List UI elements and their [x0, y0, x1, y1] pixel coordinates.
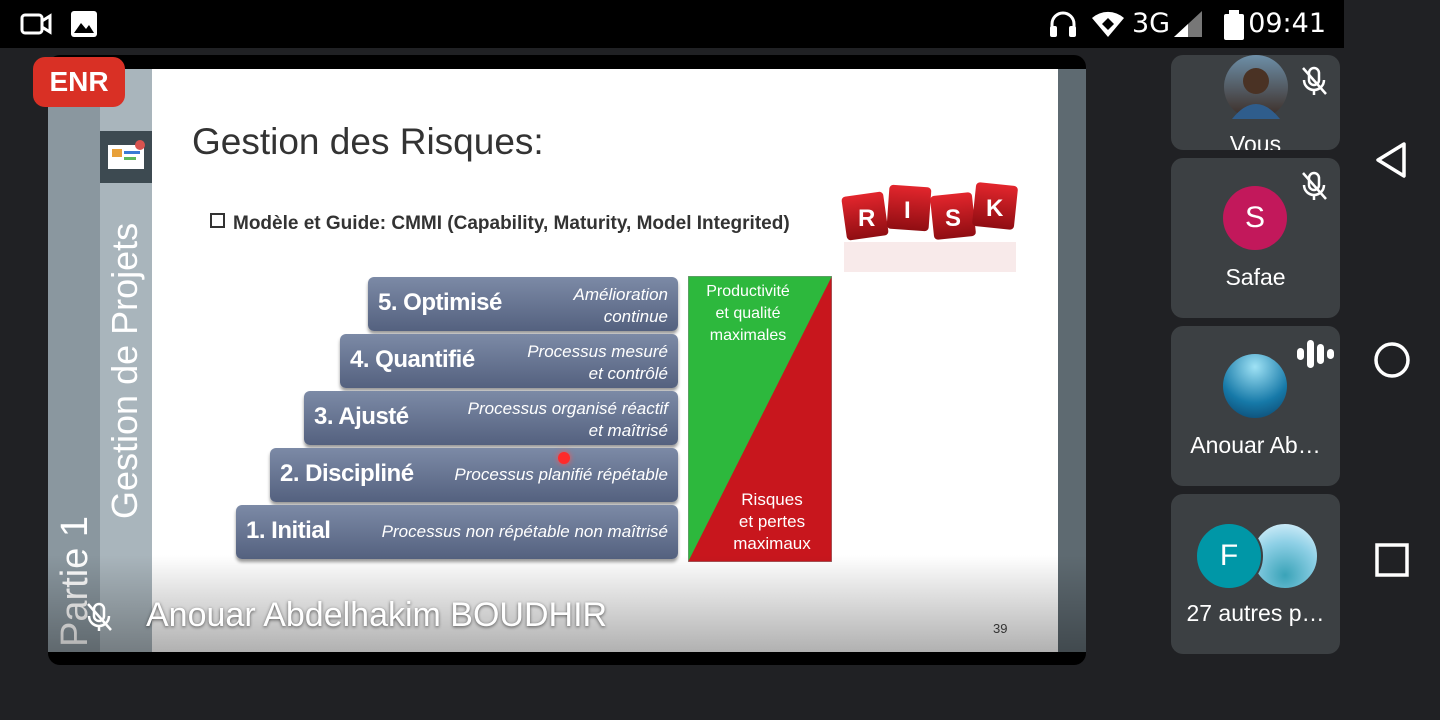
navigation-bar — [1344, 0, 1440, 720]
mic-off-icon — [1302, 171, 1327, 200]
network-type: 3G — [1132, 8, 1171, 39]
risk-cubes-image: R I S K — [841, 182, 1018, 272]
participant-name: Vous — [1229, 131, 1282, 150]
risk-letter: R — [858, 205, 875, 232]
risk-letter: S — [945, 205, 961, 232]
home-icon — [1374, 342, 1410, 378]
risk-letter: I — [904, 197, 911, 224]
slide-page-number: 39 — [993, 621, 1007, 636]
battery-icon — [1224, 10, 1244, 40]
mic-off-icon — [1302, 66, 1327, 95]
sidebar-course: Gestion de Projets — [104, 222, 145, 519]
home-button[interactable] — [1364, 332, 1420, 388]
video-camera-icon — [20, 13, 52, 35]
participant-tile-others[interactable]: F 27 autres p… — [1171, 494, 1340, 654]
signal-icon — [1174, 11, 1202, 37]
avatar: F — [1195, 522, 1263, 590]
status-bar: 3G 09:41 — [0, 0, 1344, 48]
wifi-icon — [1092, 11, 1124, 37]
mic-off-icon — [87, 602, 112, 631]
clock: 09:41 — [1248, 8, 1326, 39]
participant-tile-you[interactable]: Vous — [1171, 55, 1340, 150]
headphones-icon — [1050, 11, 1076, 37]
participant-name: 27 autres p… — [1186, 600, 1325, 626]
slide: Partie 1 Gestion de Projets Gestion des … — [48, 69, 1058, 652]
cmmi-level-2: 2. Discipliné Processus planifié répétab… — [270, 448, 678, 502]
speaker-name: Anouar Abdelhakim BOUDHIR — [146, 596, 608, 634]
recording-badge: ENR — [33, 57, 125, 107]
productivity-risk-triangle — [688, 276, 832, 562]
slide-right-bar — [1058, 69, 1086, 652]
recents-button[interactable] — [1364, 532, 1420, 588]
slide-sidebar: Partie 1 Gestion de Projets — [48, 69, 152, 652]
slide-bullet: Modèle et Guide: CMMI (Capability, Matur… — [210, 213, 790, 235]
participant-name: Safae — [1225, 264, 1286, 290]
participant-name: Anouar Ab… — [1190, 432, 1321, 458]
avatar — [1223, 354, 1287, 418]
speaker-overlay — [48, 555, 1086, 665]
laser-pointer — [558, 452, 570, 464]
back-icon — [1376, 142, 1406, 178]
slide-title: Gestion des Risques: — [192, 121, 544, 162]
participant-tile-anouar[interactable]: Anouar Ab… — [1171, 326, 1340, 486]
speaking-indicator-icon — [1297, 340, 1334, 368]
image-icon — [71, 11, 97, 37]
avatar — [1224, 55, 1288, 119]
presentation-stage[interactable]: Partie 1 Gestion de Projets Gestion des … — [48, 55, 1086, 665]
recents-icon — [1375, 543, 1409, 577]
participant-tile-safae[interactable]: S Safae — [1171, 158, 1340, 318]
back-button[interactable] — [1364, 132, 1420, 188]
avatar: S — [1223, 186, 1287, 250]
project-thumbnail-icon — [100, 131, 152, 183]
risk-letter: K — [986, 195, 1004, 222]
cmmi-level-1: 1. Initial Processus non répétable non m… — [236, 505, 678, 559]
